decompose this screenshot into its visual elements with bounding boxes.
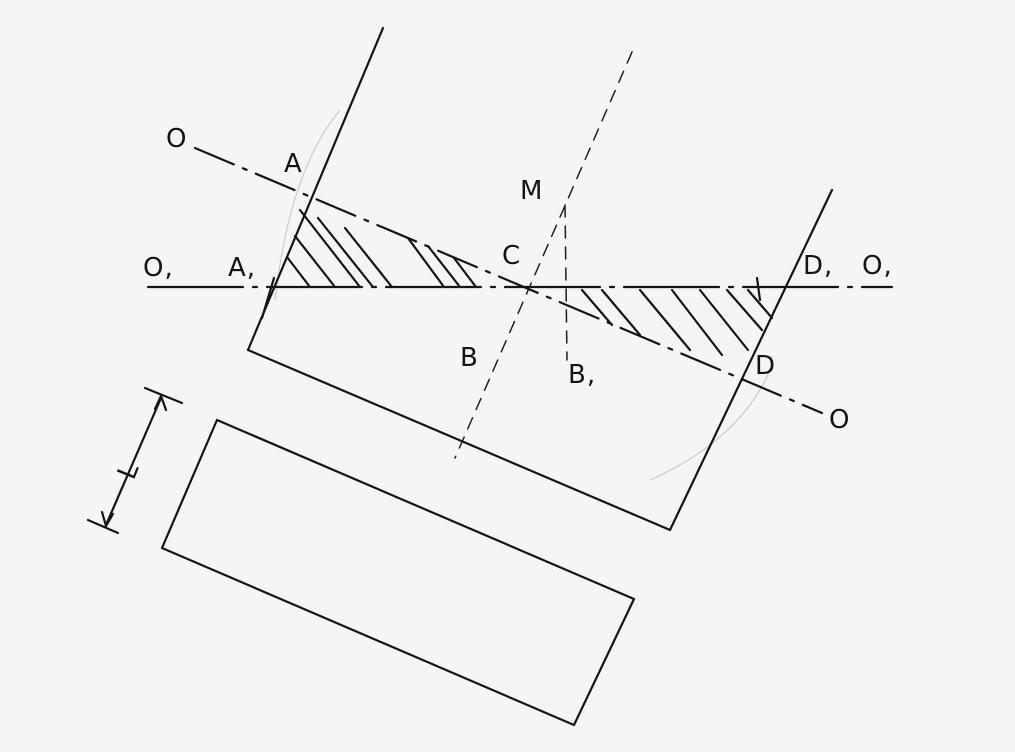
label-a: A [284,149,303,179]
label-a1: A, [228,253,256,283]
hatch-line [293,234,337,289]
dimension-l-tick-top [143,386,184,405]
dashed-line-b [454,51,633,459]
hatch-line [670,288,724,357]
hatch-line [452,256,478,289]
tick-a1 [260,276,276,320]
dimension-l-line [104,396,163,527]
label-o1-left: O, [143,253,174,283]
label-l: L [112,458,146,484]
axis-o-o [193,146,824,415]
label-o-upper-left: O [166,124,187,154]
hatch-line [406,236,446,289]
hatch-line [698,288,750,352]
dashed-line-m-b1 [564,204,568,361]
label-m: M [520,176,543,206]
dimension-l-arrow-bottom [100,510,115,528]
dimension-l-tick-bottom [86,518,120,535]
hatch-line [298,208,362,289]
hatch-line [746,288,774,320]
hatch-line [343,226,394,289]
label-b1: B, [568,360,596,390]
dimension-l-arrow-top [153,394,168,412]
hatch-line [638,288,692,352]
label-o-lower-right: O [829,405,850,435]
upper-rect-bottom-side [246,348,672,532]
hatch-line [600,288,642,337]
label-d: D [755,351,776,381]
hatch-line [725,288,764,332]
construction-arc-right [649,369,771,481]
label-b: B [460,343,479,373]
lower-rectangle [160,418,636,727]
upper-rect-right-side [668,188,834,532]
upper-rect-left-side [246,26,385,352]
hatch-line [285,255,312,289]
label-d1: D, [803,251,833,281]
label-c: C [502,241,521,271]
hatch-line [426,244,462,289]
hatch-line [580,288,614,327]
hatched-region-right [580,288,774,357]
construction-arc-left [274,109,341,301]
label-o1-right: O, [862,251,893,281]
tick-d1 [755,276,762,302]
hatch-line [316,216,375,289]
hatched-region-left [285,208,478,289]
